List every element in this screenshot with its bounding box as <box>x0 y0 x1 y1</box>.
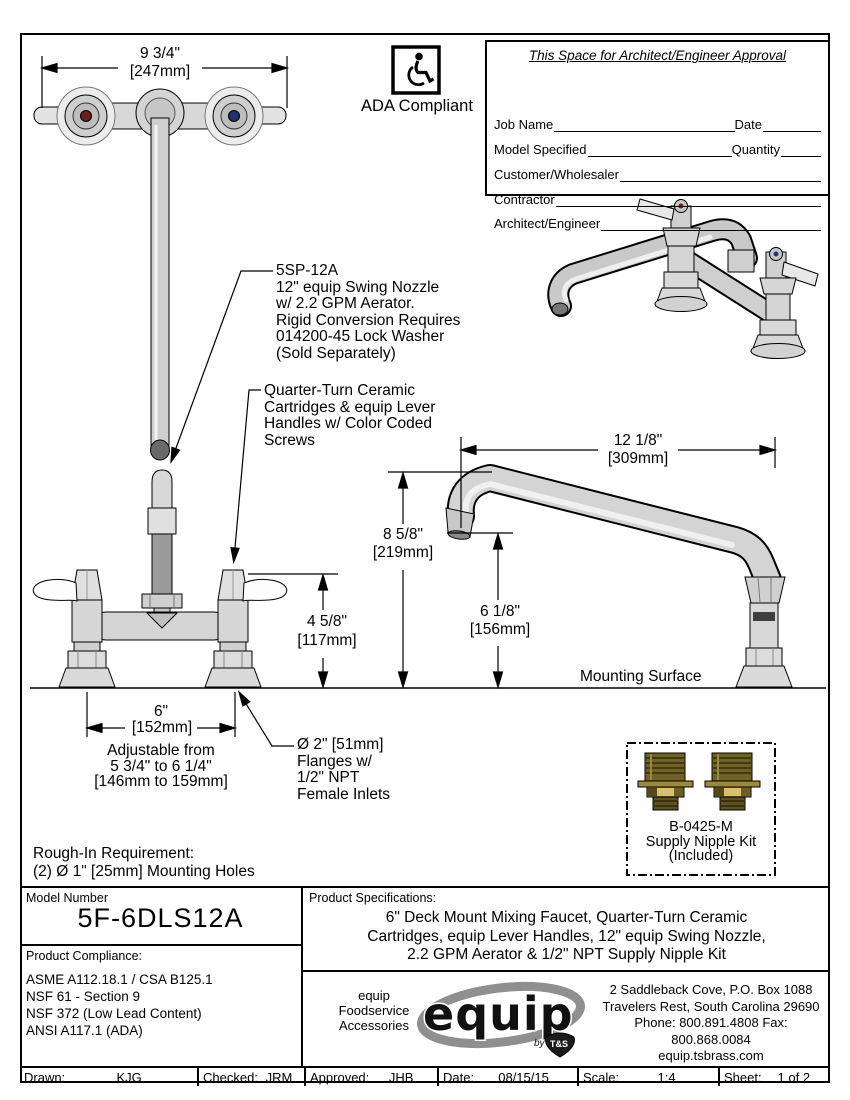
customer-label: Customer/Wholesaler <box>494 167 619 182</box>
contractor-field[interactable] <box>555 192 821 207</box>
product-specifications-cell: Product Specifications: 6" Deck Mount Mi… <box>303 888 830 972</box>
ada-compliant-label: ADA Compliant <box>361 97 473 115</box>
dim-centers-mm: [152mm] <box>127 719 197 737</box>
date-field[interactable] <box>763 117 821 132</box>
title-block: Model Number 5F-6DLS12A Product Complian… <box>20 886 830 1086</box>
top-view-drawing <box>33 86 287 461</box>
approval-row-architect: Architect/Engineer <box>494 215 821 231</box>
dim-outlet-height-mm: [156mm] <box>458 621 542 639</box>
equip-logo: equip by T&S <box>417 981 585 1058</box>
product-specifications-text: 6" Deck Mount Mixing Faucet, Quarter-Tur… <box>367 909 766 963</box>
approved-cell: Approved: JHB <box>306 1068 439 1086</box>
side-view-drawing <box>445 464 793 688</box>
dim-body-height-inches: 4 5/8" <box>285 613 369 631</box>
front-view-drawing <box>32 469 288 688</box>
checked-cell: Checked: JRM <box>199 1068 306 1086</box>
sheet-cell: Sheet: 1 of 2 <box>720 1068 830 1086</box>
contractor-label: Contractor <box>494 192 555 207</box>
supply-nipple-left <box>637 752 694 811</box>
ts-brass-mark-text: T&S <box>550 1039 568 1049</box>
dim-spout-height-mm: [219mm] <box>361 544 445 562</box>
model-number-cell: Model Number 5F-6DLS12A <box>20 888 301 946</box>
dim-top-width-mm: [247mm] <box>118 63 202 81</box>
sheet-value: 1 of 2 <box>777 1069 811 1085</box>
approval-title: This Space for Architect/Engineer Approv… <box>528 48 787 63</box>
ts-brass-mark <box>545 1032 575 1058</box>
architect-field[interactable] <box>601 216 821 231</box>
approval-box: This Space for Architect/Engineer Approv… <box>485 40 830 231</box>
approved-label: Approved: <box>310 1069 370 1085</box>
hot-index <box>80 110 92 122</box>
model-specified-label: Model Specified <box>494 142 587 157</box>
equip-logo-by: by <box>534 1038 546 1049</box>
dim-spout-reach-mm: [309mm] <box>596 450 680 468</box>
job-name-field[interactable] <box>554 117 735 132</box>
sheet-border <box>20 33 830 1083</box>
dim-spout-height-inches: 8 5/8" <box>365 526 441 544</box>
approval-row-contractor: Contractor <box>494 191 821 207</box>
approval-row-customer: Customer/Wholesaler <box>494 166 821 182</box>
date-cell-value: 08/15/15 <box>498 1069 549 1085</box>
scale-label: Scale: <box>583 1069 620 1085</box>
ada-wheelchair-icon <box>391 45 441 95</box>
drawn-label: Drawn: <box>24 1069 66 1085</box>
model-number-label: Model Number <box>26 891 108 905</box>
mounting-surface-label: Mounting Surface <box>580 668 702 685</box>
date-label: Date <box>734 117 762 132</box>
quantity-label: Quantity <box>731 142 780 157</box>
supply-nipple-right <box>704 752 761 811</box>
date-cell: Date: 08/15/15 <box>439 1068 579 1086</box>
title-block-right: Product Specifications: 6" Deck Mount Mi… <box>303 888 830 1066</box>
dim-body-height-mm: [117mm] <box>281 632 373 650</box>
product-compliance-cell: Product Compliance: ASME A112.18.1 / CSA… <box>20 946 301 1066</box>
checked-value: JRM <box>265 1069 293 1085</box>
product-specifications-label: Product Specifications: <box>309 891 437 905</box>
architect-label: Architect/Engineer <box>494 216 601 231</box>
approved-value: JHB <box>388 1069 414 1085</box>
quantity-field[interactable] <box>781 142 821 157</box>
dim-spout-reach-inches: 12 1/8" <box>598 432 678 450</box>
drawn-value: KJG <box>116 1069 142 1085</box>
equip-logo-text: equip <box>423 987 574 1041</box>
dim-centers-inches: 6" <box>153 703 169 720</box>
drawn-cell: Drawn: KJG <box>20 1068 199 1086</box>
revision-row: Drawn: KJG Checked: JRM Approved: JHB Date:… <box>20 1066 830 1086</box>
model-specified-field[interactable] <box>587 142 732 157</box>
approval-row-model: Model Specified Quantity <box>494 141 821 157</box>
dim-top-width-inches: 9 3/4" <box>140 45 180 62</box>
dimension-lines <box>39 56 778 737</box>
isometric-view-drawing <box>547 198 819 359</box>
scale-cell: Scale: 1:4 <box>579 1068 720 1086</box>
sheet-label: Sheet: <box>724 1069 762 1085</box>
cold-index <box>228 110 240 122</box>
scale-value: 1:4 <box>657 1069 676 1085</box>
title-block-left: Model Number 5F-6DLS12A Product Complian… <box>20 888 303 1066</box>
rough-in-requirement: Rough-In Requirement:(2) Ø 1" [25mm] Mou… <box>33 845 255 880</box>
customer-field[interactable] <box>620 167 821 182</box>
dim-outlet-height-inches: 6 1/8" <box>462 603 538 621</box>
leader-lines <box>170 270 294 747</box>
product-compliance-label: Product Compliance: <box>26 949 143 963</box>
supply-nipple-kit-box <box>626 742 776 876</box>
job-name-label: Job Name <box>494 117 554 132</box>
approval-row-job-name: Job Name Date <box>494 116 821 132</box>
checked-label: Checked: <box>203 1069 258 1085</box>
model-number-value: 5F-6DLS12A <box>77 903 244 933</box>
date-cell-label: Date: <box>443 1069 475 1085</box>
